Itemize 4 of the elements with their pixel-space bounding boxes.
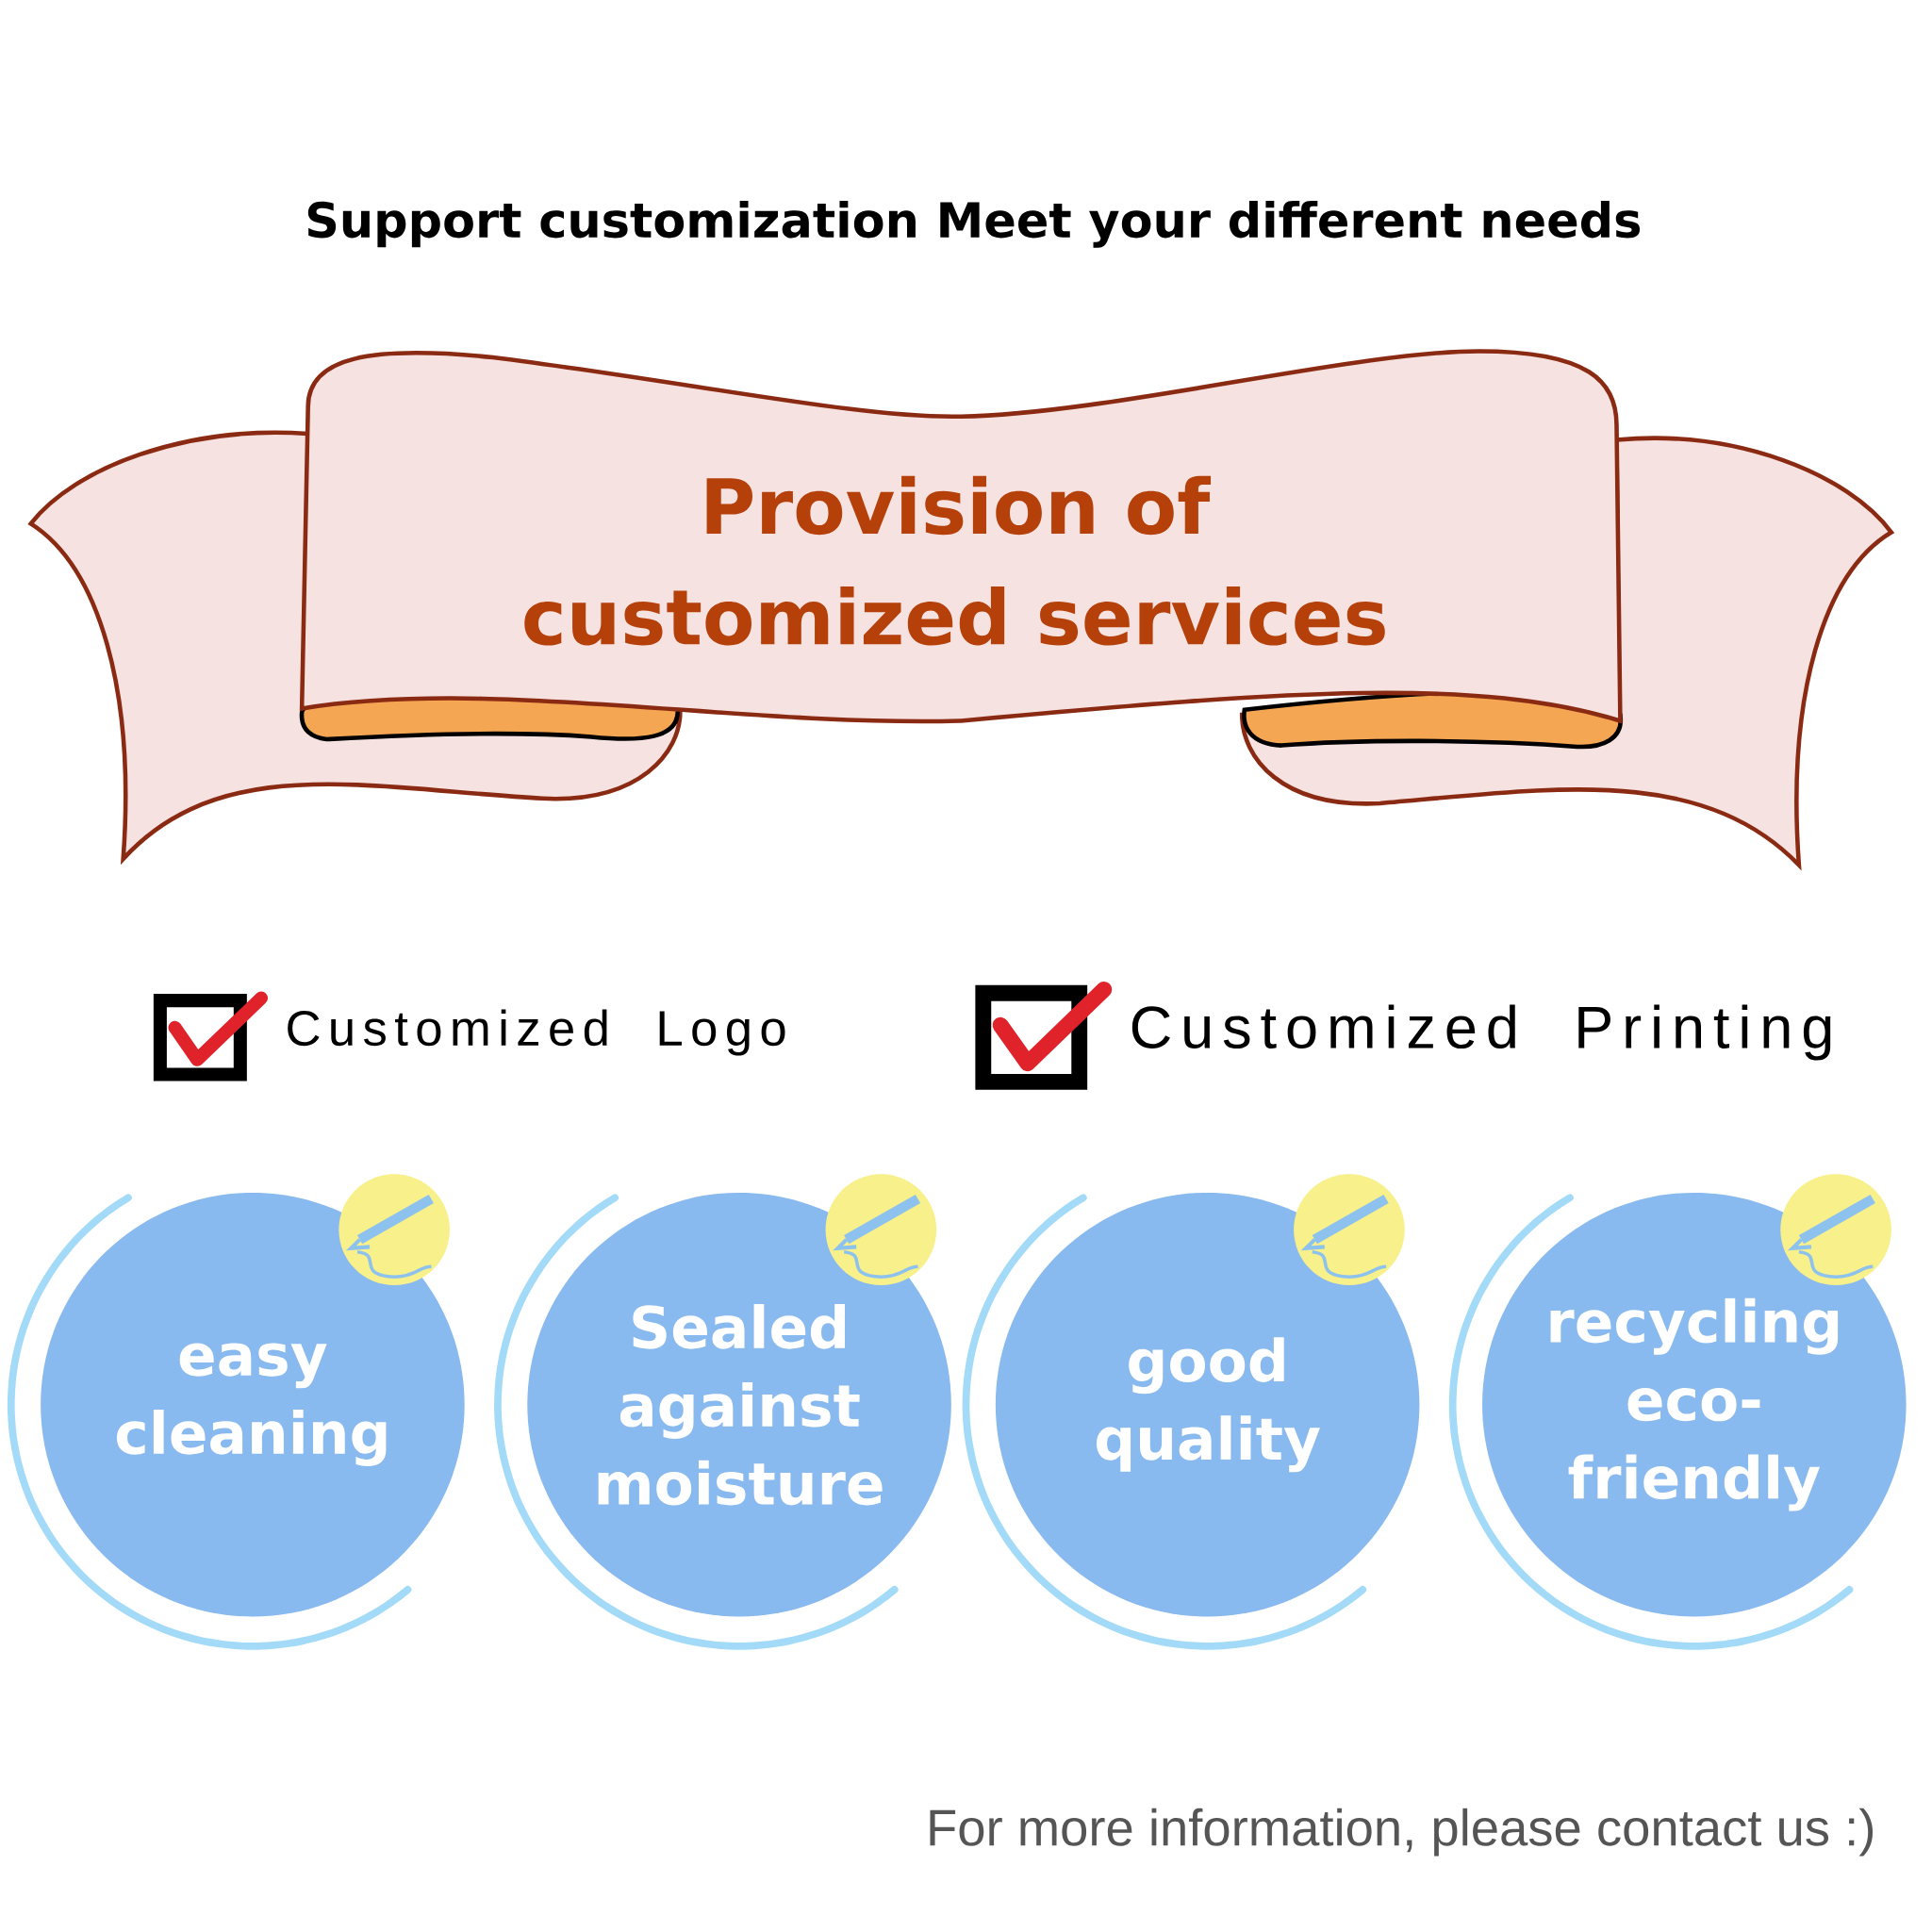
option-label: Customized Logo [288,1009,785,1056]
footer-note: For more information, please contact us :) [930,1808,1874,1857]
option-label: Customized Printing [1131,1004,1831,1061]
title: Support customization Meet your different needs [307,200,1641,248]
